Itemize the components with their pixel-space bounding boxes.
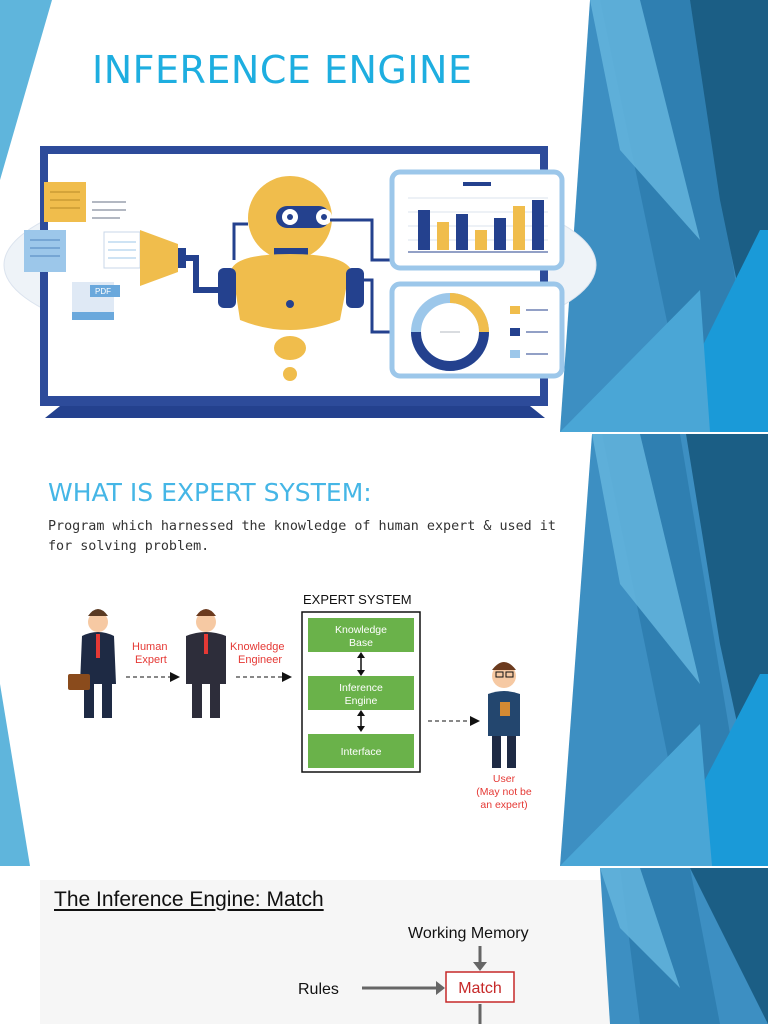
slide-3: [0, 868, 768, 1024]
document-icon: [92, 201, 126, 219]
arrowhead: [436, 981, 445, 995]
funnel-icon: [140, 230, 178, 286]
working-memory-label: Working Memory: [408, 925, 529, 942]
monitor-base: [45, 406, 545, 418]
slide-3-content-background: [40, 880, 610, 1024]
arrowhead: [470, 716, 480, 726]
interface-box: [308, 734, 414, 768]
document-icon: [44, 182, 86, 222]
human-expert-figure: [68, 609, 116, 718]
user-figure: [488, 662, 520, 768]
user-label: User: [493, 773, 516, 785]
match-box: [445, 971, 515, 1003]
inference-engine-label: Inference: [339, 682, 383, 694]
slide-2-description: Program which harnessed the knowledge of…: [48, 519, 556, 554]
right-ribbon-shape: [560, 724, 712, 866]
arrowhead: [170, 672, 180, 682]
slide-3-title: The Inference Engine: Match: [54, 888, 324, 911]
ai-engine-illustration: PDF: [3, 146, 597, 418]
right-ribbon-shape: [560, 290, 710, 432]
arrowhead: [473, 962, 487, 971]
interface-label: Interface: [341, 746, 382, 758]
human-expert-label: Expert: [135, 654, 167, 666]
user-label: (May not be: [476, 786, 532, 798]
left-ribbon-shape: [0, 0, 52, 180]
expert-system-diagram: Human Expert Knowledge Engineer EXPERT S…: [68, 592, 532, 811]
robot-icon: [218, 176, 364, 381]
document-icon: [24, 230, 66, 272]
inference-engine-label: Engine: [345, 695, 378, 707]
slide-1-title: INFERENCE ENGINE: [92, 48, 473, 92]
donut-chart-panel: [389, 281, 565, 379]
slide-1-ribbon-decoration: [0, 0, 768, 432]
pdf-document-icon: PDF: [72, 282, 120, 320]
knowledge-base-label: Base: [349, 637, 373, 649]
right-ribbon-shape: [600, 868, 680, 988]
knowledge-engineer-label: Knowledge: [230, 641, 284, 653]
rules-label: Rules: [298, 981, 339, 998]
spring-connector: [186, 255, 236, 293]
slide-2-title: WHAT IS EXPERT SYSTEM:: [48, 478, 372, 507]
knowledge-engineer-label: Engineer: [238, 654, 282, 666]
slide-2-ribbon-decoration: [0, 434, 768, 866]
expert-system-title: EXPERT SYSTEM: [303, 592, 412, 607]
bar-chart-panel: [389, 169, 565, 271]
svg-text:PDF: PDF: [95, 287, 111, 296]
robot-connector-lines: [232, 218, 392, 334]
inference-engine-box: [308, 676, 414, 710]
arrowhead: [282, 672, 292, 682]
slide-1: INFERENCE ENGINE PDF: [0, 0, 768, 432]
knowledge-engineer-figure: [186, 609, 226, 718]
match-diagram: Working Memory Rules Match: [298, 925, 529, 1024]
left-ribbon-shape: [0, 684, 30, 866]
knowledge-base-box: [308, 618, 414, 652]
human-expert-label: Human: [132, 641, 167, 653]
slide-3-ribbon-decoration: [40, 868, 768, 1024]
user-label: an expert): [480, 799, 527, 811]
right-ribbon-shape: [590, 0, 700, 240]
right-ribbon-shape: [592, 434, 700, 684]
match-label: Match: [458, 980, 502, 997]
right-ribbon-shape: [690, 868, 768, 1024]
knowledge-base-label: Knowledge: [335, 624, 387, 636]
document-icon: [103, 231, 141, 269]
